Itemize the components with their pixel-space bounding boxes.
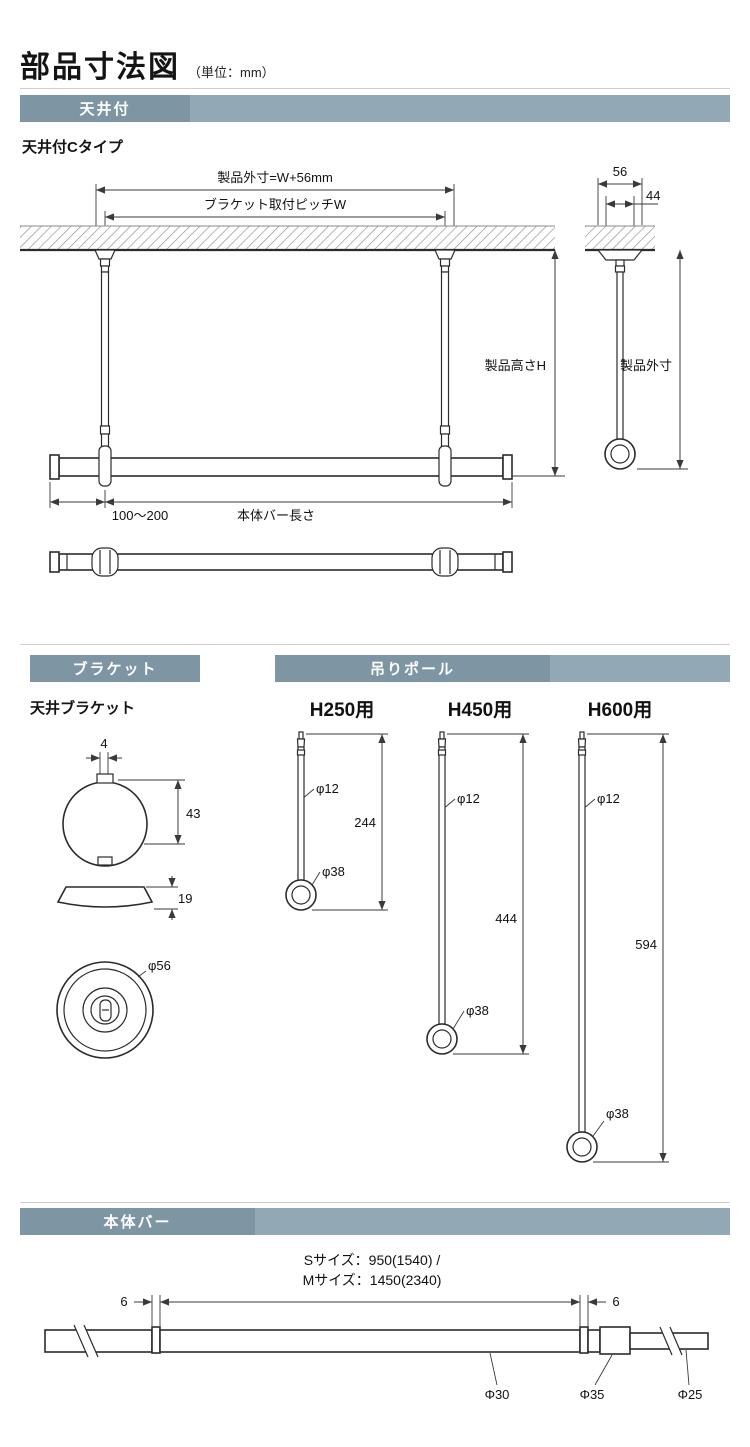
banner-ceiling-mount-label: 天井付 xyxy=(20,95,190,122)
pole-h600: H600用 594 φ12 φ38 xyxy=(566,700,669,1163)
banner-ceiling-mount: 天井付 xyxy=(20,95,730,122)
bar-size-line2: Mサイズ：1450(2340) xyxy=(303,1272,442,1288)
left-break-mark xyxy=(74,1325,98,1357)
page-title: 部品寸法図 xyxy=(20,51,180,84)
section-divider-1 xyxy=(20,644,730,645)
left-holder-ball xyxy=(91,547,119,577)
bar-drawing: Sサイズ：950(1540) / Mサイズ：1450(2340) 6 6 xyxy=(44,1252,709,1402)
pole-h600-length: 594 xyxy=(635,937,657,952)
section-divider-2 xyxy=(20,1202,730,1203)
pole-h600-title: H600用 xyxy=(588,700,652,721)
bar-6-left-label: 6 xyxy=(120,1294,127,1309)
side-outer-label: 製品外寸 xyxy=(620,358,672,373)
poles-drawing: H250用 244 φ12 φ38 H450用 xyxy=(285,700,669,1163)
ceiling-mount-drawing: 製品外寸=W+56mm ブラケット取付ピッチW xyxy=(20,164,688,577)
banner-pole-label: 吊りポール xyxy=(275,655,550,682)
bracket-43-label: 43 xyxy=(186,806,200,821)
page-header: 部品寸法図 （単位：mm） xyxy=(20,42,275,86)
side-56-label: 56 xyxy=(613,164,627,179)
side-ring-inner xyxy=(610,444,630,464)
ceiling-c-type-subtitle: 天井付Cタイプ xyxy=(22,139,123,156)
bracket-4-label: 4 xyxy=(100,736,107,751)
detached-bar xyxy=(49,547,513,577)
pole-h450-dia: φ12 xyxy=(457,791,480,806)
hanging-bar xyxy=(49,445,513,487)
pole-h450-title: H450用 xyxy=(448,700,512,721)
side-view: 56 44 製品外寸 xyxy=(585,164,688,470)
bar-dia35-label: Φ35 xyxy=(580,1387,605,1402)
left-bar-holder xyxy=(98,445,112,487)
pole-h600-dia: φ12 xyxy=(597,791,620,806)
side-44-label: 44 xyxy=(646,188,660,203)
banner-pole: 吊りポール xyxy=(275,655,730,682)
bar-body xyxy=(44,1324,709,1358)
pole-h450: H450用 444 φ12 φ38 xyxy=(426,700,529,1055)
pole-h450-ring-dia: φ38 xyxy=(466,1003,489,1018)
left-mount-pole xyxy=(94,249,116,449)
ceiling-bracket-subtitle: 天井ブラケット xyxy=(30,700,136,717)
front-view: 製品外寸=W+56mm ブラケット取付ピッチW xyxy=(20,170,565,577)
bar-dia30-label: Φ30 xyxy=(485,1387,510,1402)
bar-length-label: 本体バー長さ xyxy=(237,508,315,523)
end-offset-label: 100〜200 xyxy=(112,508,168,523)
banner-bar: 本体バー xyxy=(20,1208,730,1235)
product-height-label: 製品高さH xyxy=(485,358,546,373)
ceiling-hatch xyxy=(20,226,555,250)
outer-width-label: 製品外寸=W+56mm xyxy=(217,170,333,185)
pole-h600-ring-dia: φ38 xyxy=(606,1106,629,1121)
right-holder-ball xyxy=(431,547,459,577)
pole-h450-length: 444 xyxy=(495,911,517,926)
bar-6-right-label: 6 xyxy=(612,1294,619,1309)
pole-h250-length: 244 xyxy=(354,815,376,830)
pole-h250-ring-dia: φ38 xyxy=(322,864,345,879)
banner-bracket: ブラケット xyxy=(30,655,200,682)
right-mount-pole xyxy=(434,249,456,449)
bar-size-line1: Sサイズ：950(1540) / xyxy=(304,1252,441,1268)
banner-pole-extension xyxy=(550,655,730,682)
bracket-pitch-label: ブラケット取付ピッチW xyxy=(204,197,347,212)
bracket-top-view: 4 43 xyxy=(62,736,200,867)
pole-h250: H250用 244 φ12 φ38 xyxy=(285,700,388,911)
bracket-dia56-label: φ56 xyxy=(148,958,171,973)
header-divider xyxy=(20,88,730,89)
bar-dia25-label: Φ25 xyxy=(678,1387,703,1402)
banner-bracket-label: ブラケット xyxy=(30,655,200,682)
banner-ceiling-mount-extension xyxy=(190,95,730,122)
page-title-unit: （単位：mm） xyxy=(188,65,275,80)
banner-bar-extension xyxy=(255,1208,730,1235)
banner-bar-label: 本体バー xyxy=(20,1208,255,1235)
bracket-19-label: 19 xyxy=(178,891,192,906)
bracket-side-view: 19 xyxy=(56,876,192,920)
side-ceiling-hatch xyxy=(585,226,655,250)
pole-h250-dia: φ12 xyxy=(316,781,339,796)
bracket-bottom-view: φ56 xyxy=(56,958,171,1059)
bracket-drawing: 4 43 19 xyxy=(56,736,200,1059)
pole-h250-title: H250用 xyxy=(310,700,374,721)
right-bar-holder xyxy=(438,445,452,487)
right-break-mark xyxy=(660,1327,682,1355)
